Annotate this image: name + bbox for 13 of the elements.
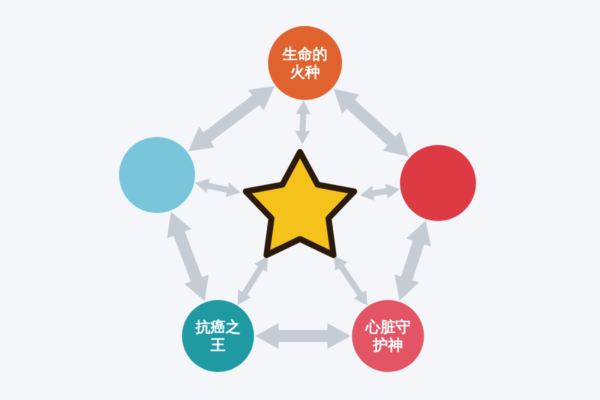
double-arrow <box>295 100 311 144</box>
double-arrow <box>360 184 400 201</box>
double-arrow <box>238 256 268 305</box>
double-arrow <box>194 178 241 198</box>
circle-label: 抗癌之王 <box>194 318 242 354</box>
double-arrow <box>334 255 368 306</box>
double-arrow <box>188 86 274 152</box>
double-arrow <box>333 88 409 157</box>
double-arrow <box>394 220 431 301</box>
double-arrow <box>167 212 209 302</box>
circle-label: 心脏守护神 <box>364 318 412 354</box>
circle-label: 生命的火种 <box>282 45 328 81</box>
double-arrow <box>255 323 351 349</box>
